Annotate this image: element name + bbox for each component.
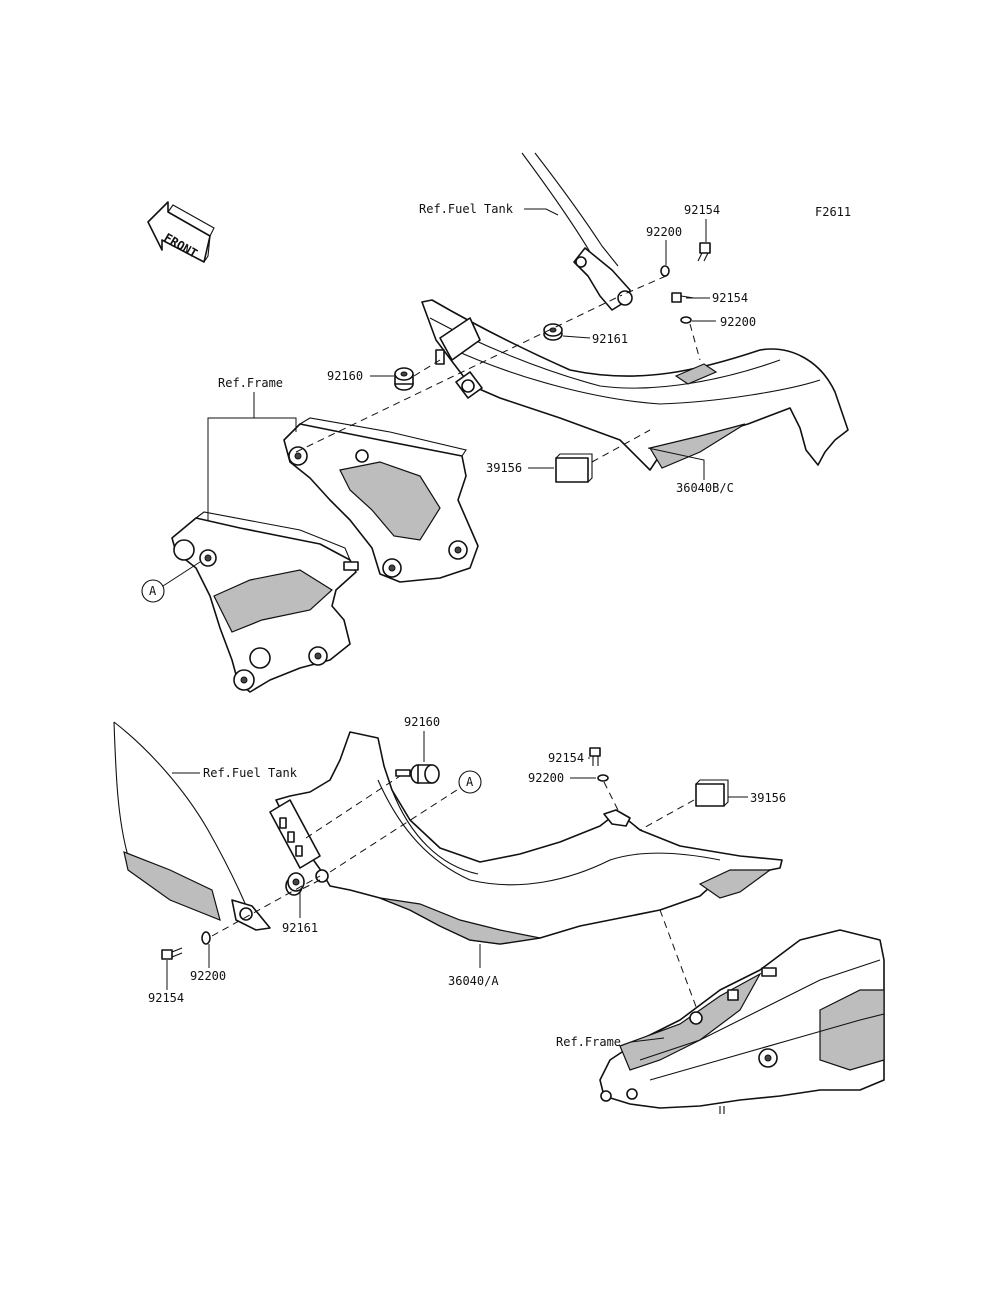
label-92154-d: 92154 <box>148 991 184 1005</box>
label-92154-a: 92154 <box>684 203 720 217</box>
label-92200-a: 92200 <box>646 225 682 239</box>
label-ref-fuel-tank-bottom: Ref.Fuel Tank <box>203 766 298 780</box>
collar-92160-top <box>394 367 414 391</box>
alignment-lines-bottom <box>211 775 699 1013</box>
label-92200-b: 92200 <box>720 315 756 329</box>
label-ref-frame-top: Ref.Frame <box>218 376 283 390</box>
label-92161-bottom: 92161 <box>282 921 318 935</box>
footpeg-bracket <box>171 511 359 693</box>
label-92160-bottom: 92160 <box>404 715 440 729</box>
side-cover-bottom <box>269 731 783 945</box>
side-cover-top <box>421 299 849 471</box>
alignment-lines-top <box>295 275 701 463</box>
label-92200-d: 92200 <box>190 969 226 983</box>
frame-bottom <box>599 929 885 1114</box>
figure-id: F2611 <box>815 205 851 219</box>
label-39156-bottom: 39156 <box>750 791 786 805</box>
washer-92200-bottom-b <box>201 931 211 945</box>
label-ref-fuel-tank-top: Ref.Fuel Tank <box>419 202 514 216</box>
front-arrow-icon: FRONT <box>147 201 215 263</box>
label-a-bottom: A <box>466 775 474 789</box>
bolt-92154-top-a <box>697 242 711 262</box>
label-92161-top: 92161 <box>592 332 628 346</box>
label-a-top: A <box>149 584 157 598</box>
label-39156-top: 39156 <box>486 461 522 475</box>
bolt-92154-bottom-a <box>589 747 601 766</box>
fuel-tank-top-outline <box>521 152 633 311</box>
fuel-tank-bottom-outline <box>113 721 271 931</box>
tape-39156-bottom <box>695 779 729 807</box>
callouts-bottom: 92160 Ref.Fuel Tank A 92154 92200 39156 … <box>148 715 786 1049</box>
tape-39156-top <box>555 453 593 483</box>
washer-92200-top-a <box>660 265 670 277</box>
label-36040-a: 36040/A <box>448 974 499 988</box>
label-92160-top: 92160 <box>327 369 363 383</box>
collar-92160-bottom <box>410 764 440 784</box>
label-92154-b: 92154 <box>712 291 748 305</box>
washer-92200-top-b <box>680 316 692 324</box>
label-36040-bc: 36040B/C <box>676 481 734 495</box>
label-92200-c: 92200 <box>528 771 564 785</box>
grommet-92161-top <box>543 323 563 341</box>
callouts-top: Ref.Fuel Tank 92154 92200 92154 92200 92… <box>141 202 756 603</box>
label-ref-frame-bottom: Ref.Frame <box>556 1035 621 1049</box>
bolt-92154-bottom-b <box>161 947 183 960</box>
grommet-92161-bottom <box>285 872 305 896</box>
frame-bracket-top <box>283 417 479 583</box>
label-92154-c: 92154 <box>548 751 584 765</box>
washer-92200-bottom-a <box>597 774 609 782</box>
